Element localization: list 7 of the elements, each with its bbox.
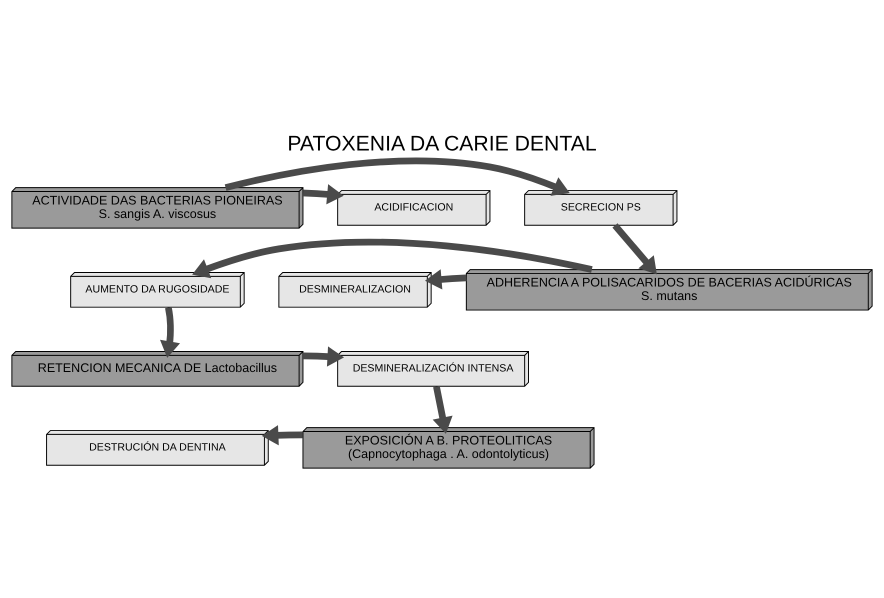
arrow [432, 386, 453, 434]
arrow [303, 184, 344, 204]
arrow [303, 346, 344, 367]
arrow [612, 223, 657, 274]
arrow [424, 269, 466, 290]
arrow [160, 306, 180, 358]
diagram-title: PATOXENIA DA CARIE DENTAL [287, 132, 597, 156]
